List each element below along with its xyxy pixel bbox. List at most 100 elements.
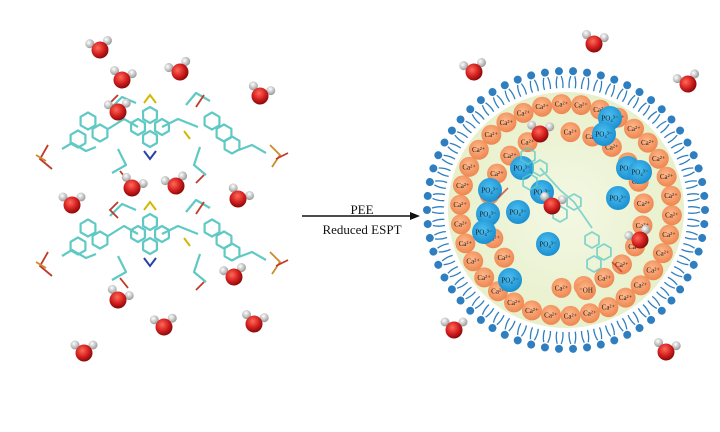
calcium-ion: Ca²⁺: [496, 112, 517, 133]
lipid-icon: [423, 218, 446, 229]
svg-text:Ca²⁺: Ca²⁺: [459, 240, 473, 248]
svg-text:Ca²⁺: Ca²⁺: [583, 310, 597, 318]
lipid-icon: [568, 331, 578, 353]
lipid-icon: [554, 331, 564, 353]
svg-text:PO₄³⁻: PO₄³⁻: [533, 188, 550, 196]
lipid-icon: [425, 178, 448, 190]
lipid-icon: [580, 329, 592, 352]
water-molecule-icon: [164, 56, 191, 81]
lipid-icon: [488, 311, 505, 332]
phosphate-ion: PO₄³⁻: [506, 200, 530, 224]
lipid-icon: [676, 151, 698, 166]
lipid-icon: [647, 105, 666, 125]
lipid-icon: [687, 206, 709, 214]
lipid-icon: [686, 191, 709, 202]
svg-text:Ca²⁺: Ca²⁺: [662, 231, 676, 239]
calcium-ion: Ca²⁺: [560, 305, 581, 326]
water-molecule-icon: [110, 66, 137, 89]
lipid-icon: [456, 286, 476, 305]
water-molecule-icon: [107, 284, 134, 309]
svg-text:PO₄³⁻: PO₄³⁻: [609, 194, 626, 202]
calcium-ion: Ca²⁺: [648, 148, 669, 169]
lipid-icon: [681, 164, 703, 177]
svg-text:Ca²⁺: Ca²⁺: [593, 106, 607, 114]
svg-text:Ca²⁺: Ca²⁺: [555, 284, 569, 292]
lipid-icon: [647, 295, 666, 315]
calcium-ion: Ca²⁺: [540, 304, 561, 325]
organic-molecule-icon: [35, 91, 289, 184]
lipid-icon: [500, 317, 516, 339]
water-molecule-icon: [248, 81, 276, 105]
lipid-icon: [663, 276, 685, 294]
svg-text:Ca²⁺: Ca²⁺: [466, 258, 480, 266]
svg-text:Ca²⁺: Ca²⁺: [555, 101, 569, 109]
svg-text:Ca²⁺: Ca²⁺: [497, 254, 511, 262]
svg-text:PO₄³⁻: PO₄³⁻: [595, 130, 612, 138]
svg-text:Ca²⁺: Ca²⁺: [598, 274, 612, 282]
lipid-icon: [580, 68, 592, 91]
calcium-ion: Ca²⁺: [551, 277, 572, 298]
lipid-icon: [456, 115, 476, 134]
phosphate-ion: PO₄³⁻: [606, 186, 630, 210]
svg-text:Ca²⁺: Ca²⁺: [637, 200, 651, 208]
calcium-ion: Ca²⁺: [659, 224, 680, 245]
calcium-ion: Ca²⁺: [571, 95, 592, 116]
lipid-icon: [637, 96, 656, 116]
aggregated-molecules: [35, 91, 289, 291]
svg-text:Ca²⁺: Ca²⁺: [652, 155, 666, 163]
svg-text:Ca²⁺: Ca²⁺: [454, 221, 468, 229]
lipid-icon: [476, 304, 495, 324]
arrow-label-bottom: Reduced ESPT: [322, 222, 402, 237]
svg-text:Ca²⁺: Ca²⁺: [507, 299, 521, 307]
water-molecule-icon: [242, 310, 269, 333]
phosphate-ion: PO₄³⁻: [476, 202, 500, 226]
calcium-ion: Ca²⁺: [661, 185, 682, 206]
organic-molecule-icon: [35, 198, 289, 291]
water-molecule-icon: [58, 192, 86, 214]
lipid-icon: [656, 115, 676, 134]
lipid-icon: [540, 68, 552, 91]
water-molecule-icon: [654, 338, 681, 361]
lipid-icon: [513, 75, 528, 97]
svg-text:PO₄³⁻: PO₄³⁻: [619, 164, 636, 172]
calcium-ion: Ca²⁺: [532, 96, 553, 117]
svg-text:Ca²⁺: Ca²⁺: [500, 119, 514, 127]
lipid-icon: [604, 75, 619, 97]
water-molecule-icon: [121, 172, 148, 197]
lipid-icon: [656, 286, 676, 305]
svg-text:Ca²⁺: Ca²⁺: [544, 311, 558, 319]
svg-text:Ca²⁺: Ca²⁺: [535, 103, 549, 111]
lipid-icon: [681, 243, 703, 256]
lipid-icon: [429, 164, 451, 177]
svg-text:PO₄³⁻: PO₄³⁻: [601, 114, 618, 122]
calcium-ion: Ca²⁺: [468, 139, 489, 160]
water-molecule-icon: [527, 120, 555, 143]
water-molecule-icon: [672, 69, 700, 93]
svg-text:Ca²⁺: Ca²⁺: [656, 250, 670, 258]
calcium-ion: Ca²⁺: [579, 303, 600, 324]
svg-text:Ca²⁺: Ca²⁺: [564, 312, 578, 320]
phosphate-ion: PO₄³⁻: [472, 220, 496, 244]
lipid-icon: [593, 327, 605, 349]
calcium-ion: Ca²⁺: [463, 251, 484, 272]
lipid-icon: [425, 230, 448, 242]
calcium-ion: Ca²⁺: [459, 156, 480, 177]
lipid-icon: [684, 230, 707, 242]
calcium-ion: Ca²⁺: [481, 124, 502, 145]
svg-text:PO₄³⁻: PO₄³⁻: [539, 240, 556, 248]
lipid-icon: [604, 323, 619, 345]
calcium-ion: Ca²⁺: [594, 267, 615, 288]
water-molecule-icon: [540, 192, 567, 215]
svg-text:Ca²⁺: Ca²⁺: [477, 274, 491, 282]
svg-text:PO₄³⁻: PO₄³⁻: [501, 276, 518, 284]
svg-text:Ca²⁺: Ca²⁺: [641, 139, 655, 147]
calcium-ion: Ca²⁺: [452, 175, 473, 196]
calcium-ion: Ca²⁺: [661, 205, 682, 226]
lipid-icon: [616, 317, 632, 339]
svg-text:Ca²⁺: Ca²⁺: [462, 163, 476, 171]
water-molecules: [58, 30, 700, 362]
svg-text:PO₄³⁻: PO₄³⁻: [481, 186, 498, 194]
lipid-icon: [593, 71, 605, 93]
svg-text:Ca²⁺: Ca²⁺: [664, 192, 678, 200]
